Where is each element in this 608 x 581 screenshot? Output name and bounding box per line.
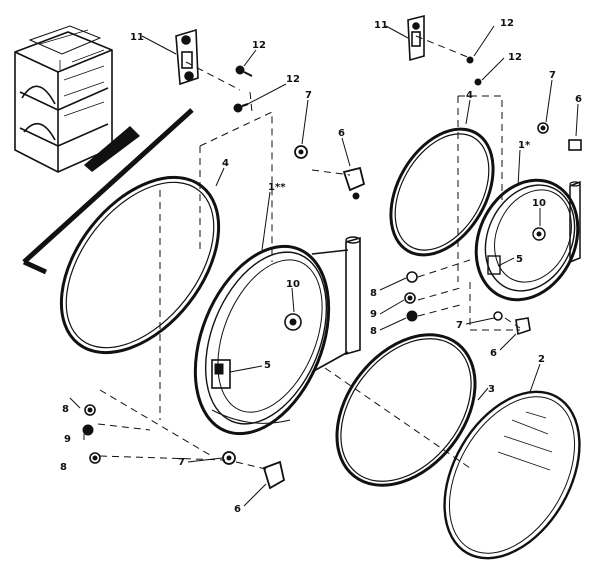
cabinet-thumbnail bbox=[14, 25, 113, 173]
window-ring bbox=[335, 333, 477, 487]
callout-9-bottom-left: 9 bbox=[64, 434, 71, 445]
callout-4-left: 4 bbox=[222, 158, 229, 169]
section-pointer bbox=[22, 108, 194, 275]
callout-12-left-lower: 12 bbox=[286, 74, 300, 85]
callout-6-mid-right: 6 bbox=[490, 348, 497, 359]
callout-2: 2 bbox=[538, 354, 545, 365]
callout-7-top-right: 7 bbox=[549, 70, 556, 81]
callout-7-top: 7 bbox=[305, 90, 312, 101]
hardware-parts bbox=[82, 56, 582, 490]
door-assembly-large bbox=[193, 236, 361, 436]
callout-6-bottom: 6 bbox=[234, 504, 241, 515]
callout-10-left: 10 bbox=[286, 279, 300, 290]
callout-7-mid-right: 7 bbox=[456, 320, 463, 331]
callout-3: 3 bbox=[488, 384, 495, 395]
callout-6-top-right: 6 bbox=[575, 94, 582, 105]
callout-8-bottom-left-upper: 8 bbox=[62, 404, 69, 415]
hinge-bracket-right bbox=[407, 14, 425, 62]
callout-12-left-upper: 12 bbox=[252, 40, 266, 51]
door-gasket-large bbox=[59, 175, 221, 355]
callout-12-right-lower: 12 bbox=[508, 52, 522, 63]
callout-5-right: 5 bbox=[516, 254, 523, 265]
hinge-bracket-left bbox=[175, 28, 199, 86]
door-glass bbox=[443, 390, 581, 560]
door-assembly-small bbox=[474, 178, 581, 302]
leader-lines bbox=[69, 25, 579, 507]
callout-labels: 11 12 12 11 12 12 7 6 7 6 4 4 1** 1* 10 … bbox=[60, 18, 582, 515]
callout-8-mid-lower: 8 bbox=[370, 326, 377, 337]
callout-1-double-star: 1** bbox=[268, 182, 286, 193]
callout-11-left: 11 bbox=[130, 32, 144, 43]
callout-9-mid: 9 bbox=[370, 309, 377, 320]
callout-7-bottom: 7 bbox=[178, 457, 185, 468]
callout-10-right: 10 bbox=[532, 198, 546, 209]
callout-6-top: 6 bbox=[338, 128, 345, 139]
door-gasket-small bbox=[389, 127, 495, 257]
dashed-guides bbox=[97, 35, 521, 471]
callout-8-mid-upper: 8 bbox=[370, 288, 377, 299]
callout-5-left: 5 bbox=[264, 360, 271, 371]
callout-4-right: 4 bbox=[466, 90, 473, 101]
callout-11-right: 11 bbox=[374, 20, 388, 31]
callout-12-right-upper: 12 bbox=[500, 18, 514, 29]
callout-1-star: 1* bbox=[518, 140, 531, 151]
callout-8-bottom-left-lower: 8 bbox=[60, 462, 67, 473]
